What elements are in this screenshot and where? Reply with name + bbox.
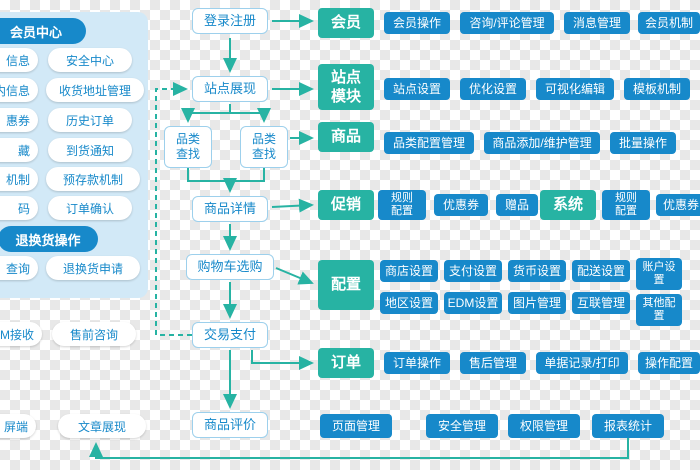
edm-receive: M接收	[0, 322, 42, 346]
module-header-goods: 商品	[318, 122, 374, 152]
other-config-button: 其他配置	[636, 294, 682, 326]
flow-site-display: 站点展现	[192, 76, 268, 102]
batch-op-button: 批量操作	[610, 132, 676, 154]
promo-gift-button: 赠品	[496, 194, 538, 216]
promo-rule-config-button: 规则配置	[378, 190, 426, 220]
flow-product-review: 商品评价	[192, 412, 268, 438]
system-rule-config-button: 规则配置	[602, 190, 650, 220]
page-manage-button: 页面管理	[320, 414, 392, 438]
member-op-button: 会员操作	[384, 12, 450, 34]
module-header-config: 配置	[318, 260, 374, 310]
category-config-manage-button: 品类配置管理	[384, 132, 474, 154]
article-display: 文章展现	[58, 414, 146, 438]
system-coupon-button: 优惠券	[656, 194, 700, 216]
returns-query: 查询	[0, 256, 38, 280]
member-item-points: 机制	[0, 167, 38, 191]
arrow-detail-to-promo-module	[271, 198, 314, 213]
module-header-member: 会员	[318, 8, 374, 38]
image-manage-button: 图片管理	[508, 292, 566, 314]
region-setting-button: 地区设置	[380, 292, 438, 314]
arrow-site-to-category-a	[181, 104, 231, 123]
line-category-b-to-detail	[232, 168, 265, 182]
flow-pay: 交易支付	[192, 322, 268, 348]
member-item-arrival-notice: 到货通知	[48, 138, 132, 162]
site-setting-button: 站点设置	[384, 78, 450, 100]
message-manage-button: 消息管理	[564, 12, 630, 34]
report-stat-button: 报表统计	[592, 414, 664, 438]
account-setting-button: 账户设置	[636, 258, 682, 290]
permission-manage-button: 权限管理	[508, 414, 580, 438]
optimize-setting-button: 优化设置	[460, 78, 526, 100]
big-screen: 屏端	[0, 414, 36, 438]
security-manage-button: 安全管理	[426, 414, 498, 438]
flow-product-detail: 商品详情	[192, 196, 268, 222]
op-config-button: 操作配置	[638, 352, 700, 374]
member-item-info: 信息	[0, 48, 38, 72]
module-header-site: 站点模块	[318, 64, 374, 110]
currency-setting-button: 货币设置	[508, 260, 566, 282]
module-header-system: 系统	[540, 190, 596, 220]
template-mechanism-button: 模板机制	[624, 78, 690, 100]
visual-edit-button: 可视化编辑	[536, 78, 614, 100]
consult-comment-manage-button: 咨询/评论管理	[460, 12, 554, 34]
arrow-site-to-category-b	[229, 104, 271, 123]
member-item-security-center: 安全中心	[48, 48, 132, 72]
member-item-history-orders: 历史订单	[48, 108, 132, 132]
module-header-promo: 促销	[318, 190, 374, 220]
member-item-address-manage: 收货地址管理	[46, 78, 144, 102]
flow-cart-select: 购物车选购	[186, 254, 274, 280]
interconnect-manage-button: 互联管理	[572, 292, 630, 314]
flow-category-search-a: 品类查找	[164, 126, 212, 168]
order-op-button: 订单操作	[384, 352, 450, 374]
member-item-coupon: 惠券	[0, 108, 38, 132]
member-mechanism-button: 会员机制	[638, 12, 700, 34]
presale-consult: 售前咨询	[52, 322, 136, 346]
delivery-setting-button: 配送设置	[572, 260, 630, 282]
returns-apply: 退换货申请	[46, 256, 140, 280]
member-item-favorites: 藏	[0, 138, 38, 162]
flow-category-search-b: 品类查找	[240, 126, 288, 168]
arrow-category-a-to-detail	[187, 168, 237, 193]
flow-login-register: 登录注册	[192, 8, 268, 34]
edm-setting-button: EDM设置	[444, 292, 502, 314]
payment-setting-button: 支付设置	[444, 260, 502, 282]
member-item-prepaid: 预存款机制	[46, 167, 140, 191]
shop-setting-button: 商店设置	[380, 260, 438, 282]
member-item-site-message: 内信息	[0, 78, 38, 102]
aftersale-manage-button: 售后管理	[460, 352, 526, 374]
goods-add-maintain-button: 商品添加/维护管理	[484, 132, 600, 154]
returns-title: 退换货操作	[0, 226, 98, 252]
member-item-password: 码	[0, 196, 38, 220]
member-center-title: 会员中心	[0, 18, 86, 44]
arrow-pay-to-order-module	[251, 350, 314, 370]
promo-coupon-button: 优惠券	[434, 194, 488, 216]
receipt-record-print-button: 单据记录/打印	[536, 352, 628, 374]
arrow-bottom-loop	[89, 438, 629, 459]
arrow-cart-to-config-module	[275, 267, 314, 285]
module-header-order: 订单	[318, 348, 374, 378]
member-item-order-confirm: 订单确认	[48, 196, 132, 220]
